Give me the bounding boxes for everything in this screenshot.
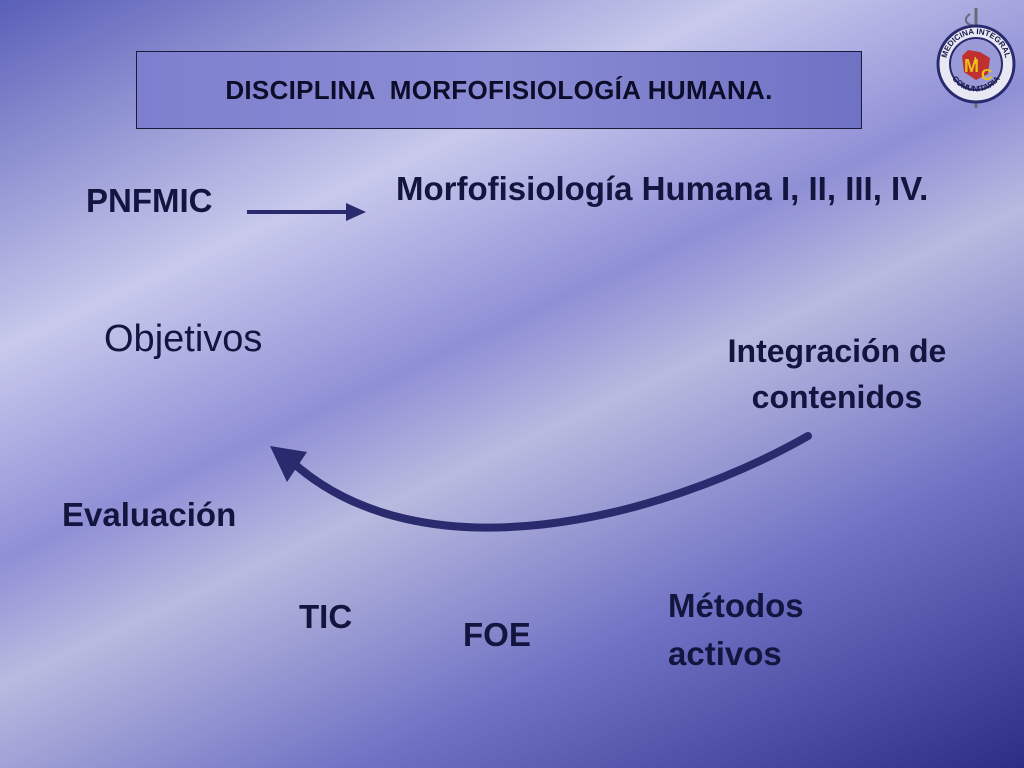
medicina-integral-comunitaria-logo: M C I MEDICINA INTEGRAL COMUNITARIA	[936, 8, 1016, 108]
pnfmic-label: PNFMIC	[86, 182, 213, 219]
metodos-label: Métodos activos	[668, 582, 804, 678]
curved-arrow-icon	[270, 432, 812, 532]
metodos-line2: activos	[668, 635, 782, 672]
integracion-line2: contenidos	[751, 379, 923, 415]
evaluacion-label: Evaluación	[62, 496, 237, 533]
svg-text:C: C	[981, 67, 993, 84]
metodos-line1: Métodos	[668, 587, 804, 624]
title-box: DISCIPLINA MORFOFISIOLOGÍA HUMANA.	[136, 51, 862, 129]
objetivos-label: Objetivos	[104, 318, 263, 360]
svg-text:I: I	[974, 56, 977, 67]
morfofisiologia-label: Morfofisiología Humana I, II, III, IV.	[396, 170, 929, 207]
integracion-line1: Integración de	[727, 333, 947, 369]
slide-title: DISCIPLINA MORFOFISIOLOGÍA HUMANA.	[225, 74, 773, 105]
tic-label: TIC	[299, 598, 353, 635]
right-arrow-icon	[247, 203, 366, 221]
foe-label: FOE	[463, 616, 531, 653]
svg-text:M: M	[964, 56, 979, 76]
integracion-label: Integración de contenidos	[712, 328, 962, 420]
